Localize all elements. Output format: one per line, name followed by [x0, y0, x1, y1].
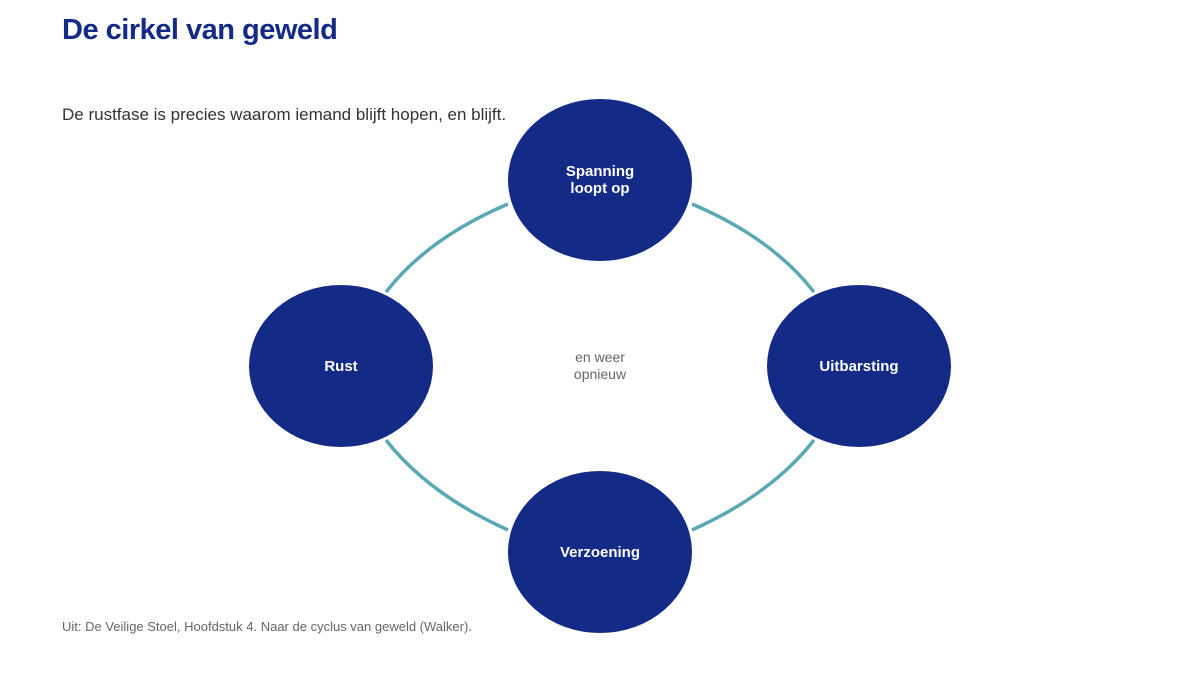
node-spanning-circle	[508, 99, 692, 261]
node-rust-label: Rust	[324, 358, 357, 375]
connector-top-right	[691, 202, 816, 294]
node-verzoening: Verzoening	[508, 471, 692, 633]
node-uitbarsting-label: Uitbarsting	[819, 358, 898, 375]
connector-bottom-left	[384, 438, 509, 532]
node-rust-circle	[249, 285, 433, 447]
node-uitbarsting: Uitbarsting	[767, 285, 951, 447]
node-verzoening-label: Verzoening	[560, 544, 640, 561]
cycle-connectors	[384, 202, 816, 532]
connector-left-top	[384, 202, 509, 294]
page-title: De cirkel van geweld	[62, 14, 338, 46]
connector-right-bottom	[691, 438, 816, 532]
center-label-line2: opnieuw	[574, 366, 627, 382]
node-uitbarsting-circle	[767, 285, 951, 447]
center-label-line1: en weer	[575, 349, 625, 365]
subtitle: De rustfase is precies waarom iemand bli…	[62, 105, 507, 124]
node-spanning-label-line1: Spanning	[566, 163, 634, 180]
node-spanning-label-line2: loopt op	[570, 180, 629, 197]
node-spanning: Spanning loopt op	[508, 99, 692, 261]
node-rust: Rust	[249, 285, 433, 447]
source-footer: Uit: De Veilige Stoel, Hoofdstuk 4. Naar…	[62, 619, 472, 634]
node-verzoening-circle	[508, 471, 692, 633]
